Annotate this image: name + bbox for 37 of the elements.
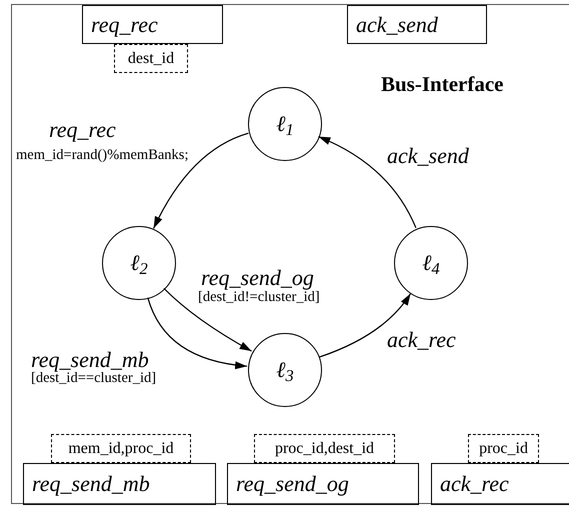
guard-label: [dest_id==cluster_id]	[31, 371, 156, 386]
parameter-box	[114, 44, 188, 73]
signal-box	[347, 5, 487, 44]
node-label: ack_send	[356, 14, 438, 36]
frame-panel	[11, 4, 569, 504]
transition-arrow	[318, 293, 412, 358]
guard-label: [dest_id!=cluster_id]	[198, 290, 320, 304]
edge-label: ack_send	[387, 145, 469, 167]
node-label: ack_rec	[440, 473, 509, 495]
parameter-box	[51, 434, 191, 463]
parameter-box	[254, 434, 395, 463]
node-label: ℓ$_{3}$	[276, 359, 294, 381]
signal-box	[227, 463, 419, 505]
node-label: proc_id	[479, 440, 528, 456]
node-label: mem_id,proc_id	[68, 440, 174, 456]
edge-label: req_send_mb	[31, 349, 149, 371]
parameter-box	[468, 434, 539, 463]
node-label: ℓ$_{4}$	[422, 252, 440, 274]
node-label: proc_id,dest_id	[274, 440, 374, 456]
node-label: req_send_mb	[32, 473, 150, 495]
signal-box	[23, 463, 216, 505]
guard-label: mem_id=rand()%memBanks;	[16, 148, 188, 162]
node-label: ℓ$_{1}$	[276, 113, 294, 135]
edge-label: req_rec	[49, 119, 116, 141]
node-label: ℓ$_{2}$	[130, 252, 148, 274]
edge-label: ack_rec	[387, 329, 456, 351]
node-label: dest_id	[128, 50, 174, 66]
edge-label: req_send_og	[201, 267, 314, 289]
title: Bus-Interface	[381, 71, 504, 98]
node-label: req_send_og	[236, 473, 349, 495]
transition-arrow	[153, 132, 249, 229]
signal-box	[82, 5, 223, 44]
signal-box	[431, 463, 569, 505]
node-label: req_rec	[91, 14, 158, 36]
transition-arrow	[147, 297, 248, 369]
transition-arrow	[318, 136, 416, 228]
transition-arrow	[164, 288, 252, 352]
